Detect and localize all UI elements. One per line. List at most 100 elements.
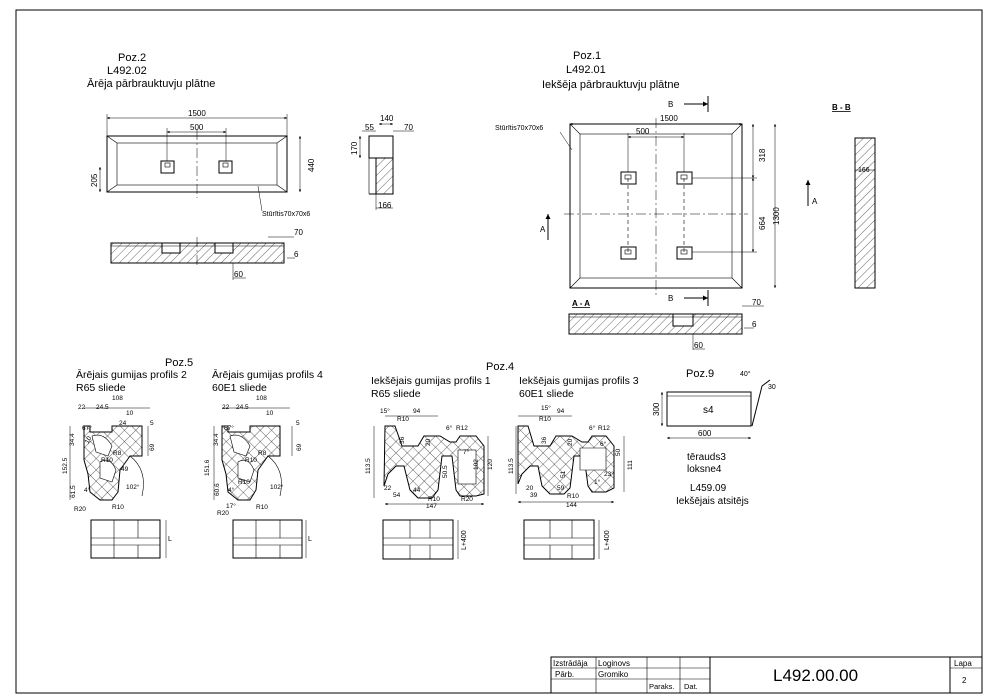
poz4-r-36: 36 [541, 436, 548, 444]
poz1-cut-a-left: A [540, 225, 546, 234]
poz5-l-34-4: 34.4 [69, 433, 76, 446]
poz4-l-15: 15° [380, 407, 390, 415]
poz4-r-1: 1° [594, 478, 601, 486]
poz9-qty: loksne4 [687, 464, 722, 475]
poz1-sec-70: 70 [752, 298, 761, 307]
poz2-pos: Poz.2 [118, 52, 146, 64]
poz4-left-sub: R65 sliede [371, 388, 421, 400]
poz5-pos: Poz.5 [165, 357, 193, 369]
poz4-right-profile [517, 425, 615, 495]
poz5-r-69: 69 [296, 443, 303, 451]
poz9-width: 600 [698, 429, 712, 438]
poz9-pos: Poz.9 [686, 368, 714, 380]
poz1-dim-spacing: 500 [636, 127, 650, 136]
poz5-l-69: 69 [149, 443, 156, 451]
poz4-l-20: 20 [425, 438, 432, 446]
poz1-dim-length: 1500 [660, 114, 678, 123]
poz5-r-r10b: R10 [256, 504, 268, 511]
poz2-dim-height: 440 [307, 158, 316, 172]
poz2-side-h: 170 [350, 141, 359, 155]
poz5-l-152-5: 152.5 [62, 457, 69, 474]
poz4-l-120: 120 [487, 459, 494, 470]
poz5-l-24-5: 24.5 [96, 404, 109, 411]
poz4-r-r10b: R10 [567, 493, 579, 500]
sheet-frame [15, 9, 983, 694]
poz4-right-length-view [523, 519, 595, 560]
poz1-sec-60: 60 [694, 341, 703, 350]
poz4-l-r10b: R10 [428, 496, 440, 503]
poz2-name: Ārēja pārbrauktuvju plātne [87, 78, 215, 90]
poz2-anchor-right [218, 160, 233, 174]
poz1-section-bb [854, 137, 876, 289]
poz4-pos: Poz.4 [486, 361, 514, 373]
poz2-anchor-left [160, 160, 175, 174]
made-by-value: Loginovs [598, 659, 630, 668]
poz4-r-51: 51 [560, 470, 567, 478]
poz5-r-34-4: 34.4 [213, 433, 220, 446]
sheet-number: 2 [962, 676, 967, 685]
poz1-angle-note: Stūrītis70x70x6 [495, 125, 543, 132]
date-label: Dat. [684, 682, 698, 691]
poz5-r-17: 17° [226, 502, 236, 510]
poz4-l-147: 147 [426, 503, 437, 510]
poz5-right-length: L [308, 536, 312, 543]
poz5-r-r10: R10 [245, 457, 257, 464]
poz5-right-title: Ārējais gumijas profils 4 [212, 369, 323, 381]
poz4-r-50: 50 [615, 448, 622, 456]
poz1-dim-total: 1300 [772, 207, 781, 225]
poz5-r-22: 22 [222, 404, 230, 411]
poz4-r-111: 111 [627, 460, 634, 470]
poz4-l-6: 6° [446, 424, 453, 432]
poz4-left-title: Iekšējais gumijas profils 1 [371, 375, 491, 387]
poz4-l-113-5: 113.5 [365, 458, 372, 474]
poz2-side-base: 166 [378, 201, 392, 210]
poz1-anchor-bl [620, 246, 637, 260]
poz4-l-r10: R10 [397, 416, 409, 423]
poz2-sec-6: 6 [294, 250, 299, 259]
poz4-l-44: 44 [413, 487, 421, 494]
poz9-material: tērauds3 [687, 452, 726, 463]
poz5-r-r20: R20 [217, 510, 229, 517]
poz4-r-r12: R12 [598, 425, 610, 432]
poz1-cut-a-right: A [812, 197, 818, 206]
poz5-l-102: 102° [126, 483, 140, 491]
poz5-right-length-view [232, 519, 303, 559]
poz5-r-r8: R8 [258, 450, 267, 457]
poz9-block: Poz.9 s4 600 300 40° 30 tērauds3 loksne4… [652, 368, 776, 507]
poz4-r-113-5: 113.5 [508, 458, 515, 474]
poz4-l-54: 54 [393, 492, 401, 499]
poz1-name: Iekšēja pārbrauktuvju plātne [542, 79, 680, 91]
poz4-l-22: 22 [384, 485, 392, 492]
poz5-r-151-6: 151.6 [204, 459, 211, 476]
poz5-l-4: 4° [84, 486, 91, 494]
poz5-l-r8: R8 [113, 450, 122, 457]
poz9-code: L459.09 [690, 483, 727, 494]
poz5-right-sub: 60E1 sliede [212, 382, 267, 394]
poz5-l-22: 22 [78, 404, 86, 411]
poz4-l-94: 94 [413, 408, 421, 415]
poz5-r-24-5: 24.5 [236, 404, 249, 411]
made-by-label: Izstrādāja [553, 659, 588, 668]
poz1-anchor-tr [676, 171, 693, 185]
poz4-left-length: L+400 [461, 530, 468, 550]
poz2-dim-length: 1500 [188, 109, 206, 118]
poz5-r-10: 10 [266, 410, 274, 417]
poz5-l-24: 24 [119, 420, 127, 427]
poz1-section-aa [568, 313, 743, 335]
poz5-l-r10b: R10 [112, 504, 124, 511]
poz1-section-bb-label: B - B [832, 103, 851, 112]
sheet-label: Lapa [954, 659, 972, 668]
poz5-r-r10c: R10 [238, 479, 250, 486]
poz1-cut-b-bottom: B [668, 294, 673, 303]
poz9-plate [666, 391, 752, 427]
poz5-left-sub: R65 sliede [76, 382, 126, 394]
poz9-thickness: s4 [703, 405, 714, 416]
poz5-left-length: L [168, 536, 172, 543]
poz2-side-w: 140 [380, 114, 394, 123]
poz4-block: Poz.4 Iekšējais gumijas profils 1 R65 sl… [365, 361, 639, 560]
poz1-pos: Poz.1 [573, 50, 601, 62]
poz4-r-23: 23° [604, 470, 614, 478]
sign-label: Paraks. [649, 682, 674, 691]
poz4-r-39: 39 [530, 492, 538, 499]
drawing-number: L492.00.00 [773, 666, 858, 685]
